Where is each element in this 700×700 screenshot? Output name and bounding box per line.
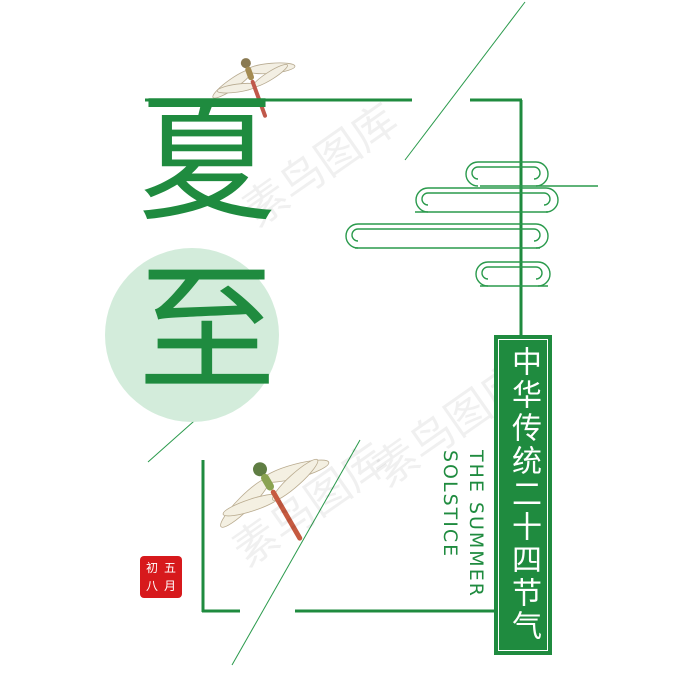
dragonfly-icon [212, 58, 296, 118]
banner-border: 中华传统二十四节气 [498, 339, 548, 651]
english-title-line1: THE SUMMER [465, 450, 487, 598]
solar-term-banner: 中华传统二十四节气 [494, 335, 552, 655]
red-seal-stamp: 初 五 八 月 [140, 556, 182, 598]
seal-char: 五 [163, 561, 176, 575]
light-green-circle [105, 248, 279, 422]
seal-char: 初 [145, 561, 158, 575]
seal-char: 八 [145, 579, 158, 593]
dragonfly-icon [220, 458, 330, 541]
banner-text: 中华传统二十四节气 [506, 346, 541, 643]
seal-char: 月 [163, 579, 176, 593]
title-char-xia: 夏 [138, 80, 277, 241]
diagonal-line-bottom [231, 439, 361, 666]
english-title-line2: SOLSTICE [439, 450, 461, 559]
diagonal-line-top [404, 1, 526, 161]
title-char-zhi: 至 [138, 250, 277, 411]
cloud-pattern-icon [345, 161, 598, 287]
